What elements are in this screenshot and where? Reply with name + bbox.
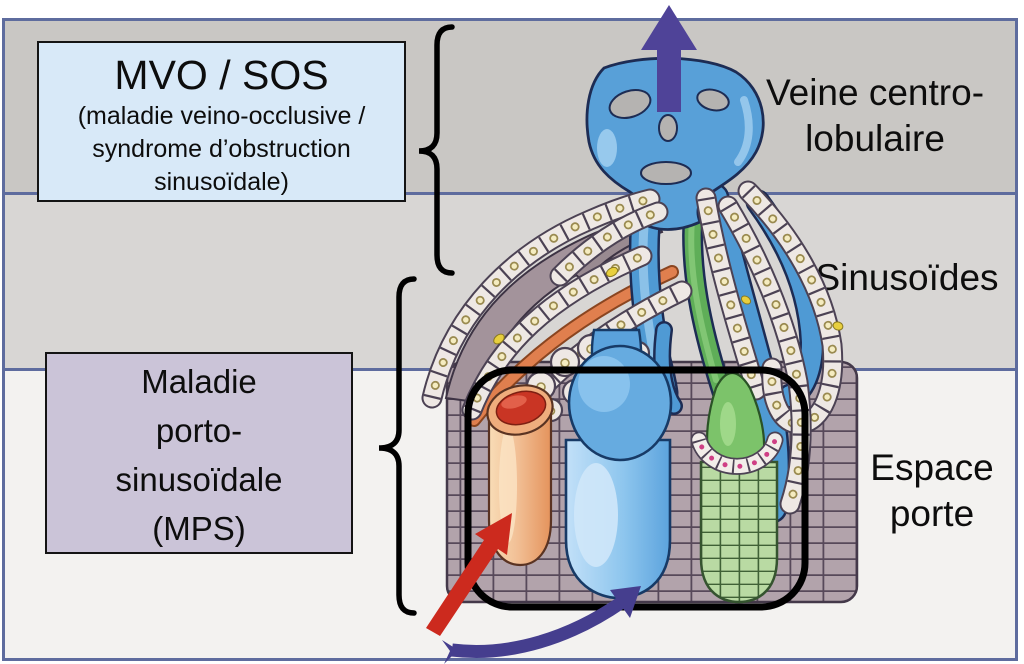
portal-space-zone-label: Espace porte [827,445,1024,537]
artery-inflow-arrow-icon [426,513,512,636]
stellate-cell-flecks [493,266,844,345]
mps-label-box: Maladie porto- sinusoïdale (MPS) [45,352,353,554]
mps-line: sinusoïdale [115,461,283,498]
central-vein-outflow-arrow-icon [641,5,697,112]
mvo-sos-subtitle-line: (maladie veino-occlusive / [77,102,366,130]
mvo-sos-subtitle-line: sinusoïdale) [154,168,289,196]
sinusoids-zone-label: Sinusoïdes [792,255,1022,301]
mvo-brace-icon [418,24,455,276]
portal-space-label-line: Espace [870,447,994,488]
central-vein-zone-label: Veine centro- lobulaire [740,70,1010,162]
mvo-sos-label-box: MVO / SOS (maladie veino-occlusive / syn… [37,41,406,202]
mps-line: Maladie [141,363,257,400]
portal-space-label-line: porte [889,493,975,534]
central-vein-label-line: Veine centro- [765,72,985,113]
mvo-sos-title: MVO / SOS [114,52,329,98]
hepatocyte-cords [432,191,844,504]
bile-duct [699,371,777,604]
portal-highlight-box [464,366,809,611]
mps-line: (MPS) [152,510,246,547]
portal-inflow-arrow-icon [442,586,641,664]
mvo-sos-subtitle-line: syndrome d’obstruction [92,135,351,163]
central-vein-openings [608,88,730,185]
central-vein [585,56,765,231]
central-vein-label-line: lobulaire [805,118,945,159]
sinusoids-label-line: Sinusoïdes [815,257,999,298]
mps-brace-icon [378,276,417,616]
liver-tissue [432,56,859,604]
mps-line: porto- [155,412,243,449]
